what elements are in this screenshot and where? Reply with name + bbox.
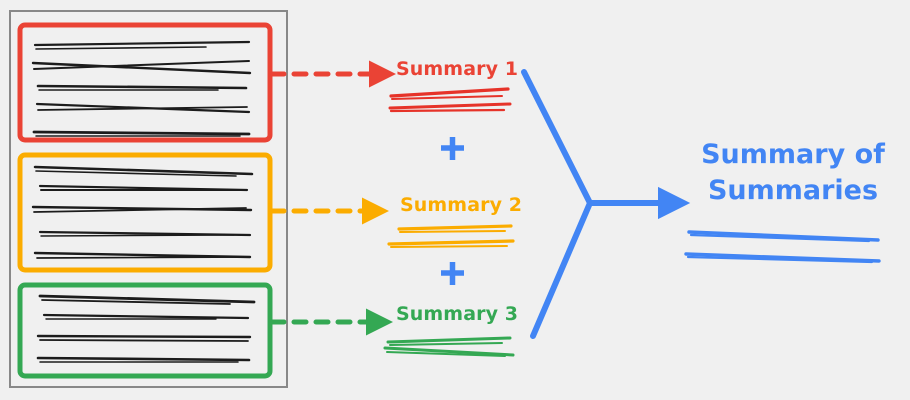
summary-of-summaries-line-1: Summary of [701, 139, 885, 170]
summary-1-underlines [388, 87, 512, 113]
summary-of-summaries-line-2: Summaries [707, 175, 879, 206]
summary-of-summaries-label: Summary of Summaries [693, 137, 893, 209]
summary-of-summaries-underlines [684, 230, 881, 264]
source-group-red-border [17, 22, 273, 143]
source-group-green[interactable] [17, 282, 273, 379]
summary-2-label: Summary 2 [400, 194, 523, 216]
merge-connector [521, 69, 691, 339]
merge-branch-top [521, 69, 593, 206]
summary-1-label: Summary 1 [396, 58, 519, 80]
source-group-green-border [17, 282, 273, 379]
source-group-green-text-lines [36, 294, 256, 363]
source-group-red-text-lines [31, 40, 252, 137]
source-group-yellow-text-lines [31, 165, 254, 259]
source-group-red[interactable] [17, 22, 273, 143]
summary-3-underlines [383, 336, 515, 357]
merge-branch-bottom [530, 200, 593, 339]
summary-2-underlines [387, 224, 515, 248]
summary-3-label: Summary 3 [396, 303, 519, 325]
plus-operator-1 [441, 137, 464, 160]
plus-operator-2 [441, 262, 464, 285]
document-collection-frame [9, 10, 288, 388]
